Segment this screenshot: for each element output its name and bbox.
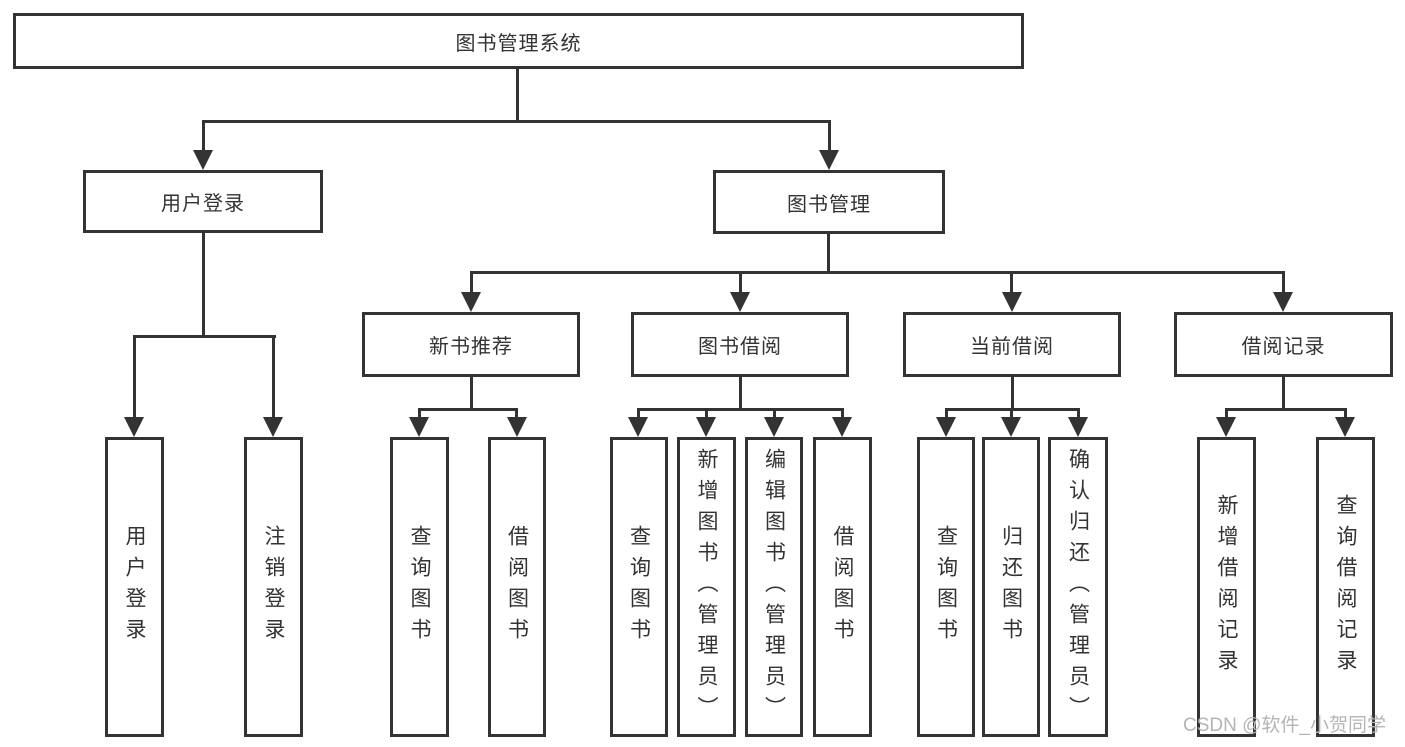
connector-br-rail [1225, 408, 1346, 411]
connector-br-stem [1282, 377, 1285, 408]
node-new-book-recommend: 新书推荐 [362, 312, 580, 377]
arrow-down-icon [936, 417, 956, 437]
leaf-cb-confirm-return-admin: 确认归还（管理员） [1048, 437, 1108, 737]
leaf-user-login-label: 用户登录 [123, 525, 146, 649]
leaf-logout-label: 注销登录 [262, 525, 285, 649]
arrow-down-icon [696, 417, 716, 437]
arrow-down-icon [461, 292, 481, 312]
leaf-bb-query-books: 查询图书 [610, 437, 668, 737]
leaf-cb-return-books: 归还图书 [982, 437, 1040, 737]
arrow-down-icon [1273, 292, 1293, 312]
leaf-br-query-record: 查询借阅记录 [1316, 437, 1375, 737]
connector-mgmt-drop-3 [1010, 271, 1013, 294]
connector-bb-drop-1 [637, 408, 640, 420]
connector-br-drop-2 [1344, 408, 1347, 420]
node-root: 图书管理系统 [13, 13, 1024, 69]
connector-cb-stem [1011, 377, 1014, 408]
arrow-down-icon [1068, 417, 1088, 437]
connector-login-drop-1 [133, 335, 136, 419]
connector-root-rail [202, 120, 831, 123]
leaf-br-add-record: 新增借阅记录 [1197, 437, 1256, 737]
connector-nbr-drop-1 [418, 408, 421, 420]
connector-login-drop-2 [272, 335, 275, 419]
leaf-user-login: 用户登录 [105, 437, 164, 737]
node-book-management-label: 图书管理 [787, 193, 871, 216]
connector-mgmt-stem [827, 234, 830, 271]
connector-login-stem [202, 233, 205, 335]
watermark: CSDN @软件_小贺同学 [1183, 715, 1386, 736]
connector-bb-drop-3 [773, 408, 776, 420]
connector-nbr-rail [418, 408, 518, 411]
node-root-label: 图书管理系统 [455, 32, 582, 55]
connector-root-stem [516, 69, 519, 120]
arrow-down-icon [193, 150, 213, 170]
leaf-nbr-borrow-books: 借阅图书 [488, 437, 546, 737]
arrow-down-icon [764, 417, 784, 437]
arrow-down-icon [1335, 417, 1355, 437]
connector-bb-stem [739, 377, 742, 408]
arrow-down-icon [124, 417, 144, 437]
node-borrow-records: 借阅记录 [1174, 312, 1393, 377]
connector-root-drop-right [828, 120, 831, 152]
connector-bb-rail [637, 408, 843, 411]
node-book-borrow-label: 图书借阅 [698, 336, 782, 358]
connector-mgmt-drop-1 [470, 271, 473, 294]
arrow-down-icon [409, 417, 429, 437]
connector-mgmt-drop-4 [1282, 271, 1285, 294]
leaf-br-query-record-label: 查询借阅记录 [1334, 494, 1357, 680]
leaf-logout: 注销登录 [244, 437, 303, 737]
leaf-bb-add-books-admin-label: 新增图书（管理员） [695, 447, 718, 727]
leaf-bb-borrow-books: 借阅图书 [813, 437, 872, 737]
connector-br-drop-1 [1225, 408, 1228, 420]
arrow-down-icon [1002, 292, 1022, 312]
connector-bb-drop-4 [841, 408, 844, 420]
arrow-down-icon [507, 417, 527, 437]
leaf-bb-borrow-books-label: 借阅图书 [831, 525, 854, 649]
node-user-login-label: 用户登录 [161, 193, 245, 215]
node-current-borrow: 当前借阅 [903, 312, 1121, 377]
leaf-bb-add-books-admin: 新增图书（管理员） [677, 437, 736, 737]
node-new-book-recommend-label: 新书推荐 [429, 336, 513, 358]
leaf-nbr-query-books: 查询图书 [390, 437, 449, 737]
leaf-nbr-borrow-books-label: 借阅图书 [505, 525, 529, 649]
arrow-down-icon [819, 150, 839, 170]
leaf-br-add-record-label: 新增借阅记录 [1215, 494, 1238, 680]
leaf-cb-confirm-return-admin-label: 确认归还（管理员） [1066, 447, 1090, 727]
node-user-login: 用户登录 [83, 170, 323, 233]
connector-nbr-stem [470, 377, 473, 408]
arrow-down-icon [1216, 417, 1236, 437]
connector-bb-drop-2 [705, 408, 708, 420]
arrow-down-icon [1001, 417, 1021, 437]
leaf-cb-query-books: 查询图书 [917, 437, 975, 737]
connector-nbr-drop-2 [515, 408, 518, 420]
connector-cb-drop-1 [945, 408, 948, 420]
connector-root-drop-left [202, 120, 205, 152]
leaf-bb-edit-books-admin-label: 编辑图书（管理员） [762, 447, 786, 727]
connector-mgmt-drop-2 [739, 271, 742, 294]
connector-cb-drop-2 [1010, 408, 1013, 420]
node-book-borrow: 图书借阅 [631, 312, 849, 377]
leaf-cb-query-books-label: 查询图书 [934, 525, 958, 649]
leaf-bb-edit-books-admin: 编辑图书（管理员） [745, 437, 803, 737]
leaf-nbr-query-books-label: 查询图书 [408, 525, 431, 649]
leaf-bb-query-books-label: 查询图书 [627, 525, 651, 649]
arrow-down-icon [263, 417, 283, 437]
connector-cb-drop-3 [1077, 408, 1080, 420]
connector-login-rail [133, 335, 276, 338]
node-book-management: 图书管理 [713, 170, 945, 234]
arrow-down-icon [832, 417, 852, 437]
arrow-down-icon [730, 292, 750, 312]
leaf-cb-return-books-label: 归还图书 [999, 525, 1023, 649]
arrow-down-icon [628, 417, 648, 437]
connector-mgmt-rail [470, 271, 1285, 274]
node-borrow-records-label: 借阅记录 [1241, 336, 1326, 358]
node-current-borrow-label: 当前借阅 [970, 336, 1054, 358]
